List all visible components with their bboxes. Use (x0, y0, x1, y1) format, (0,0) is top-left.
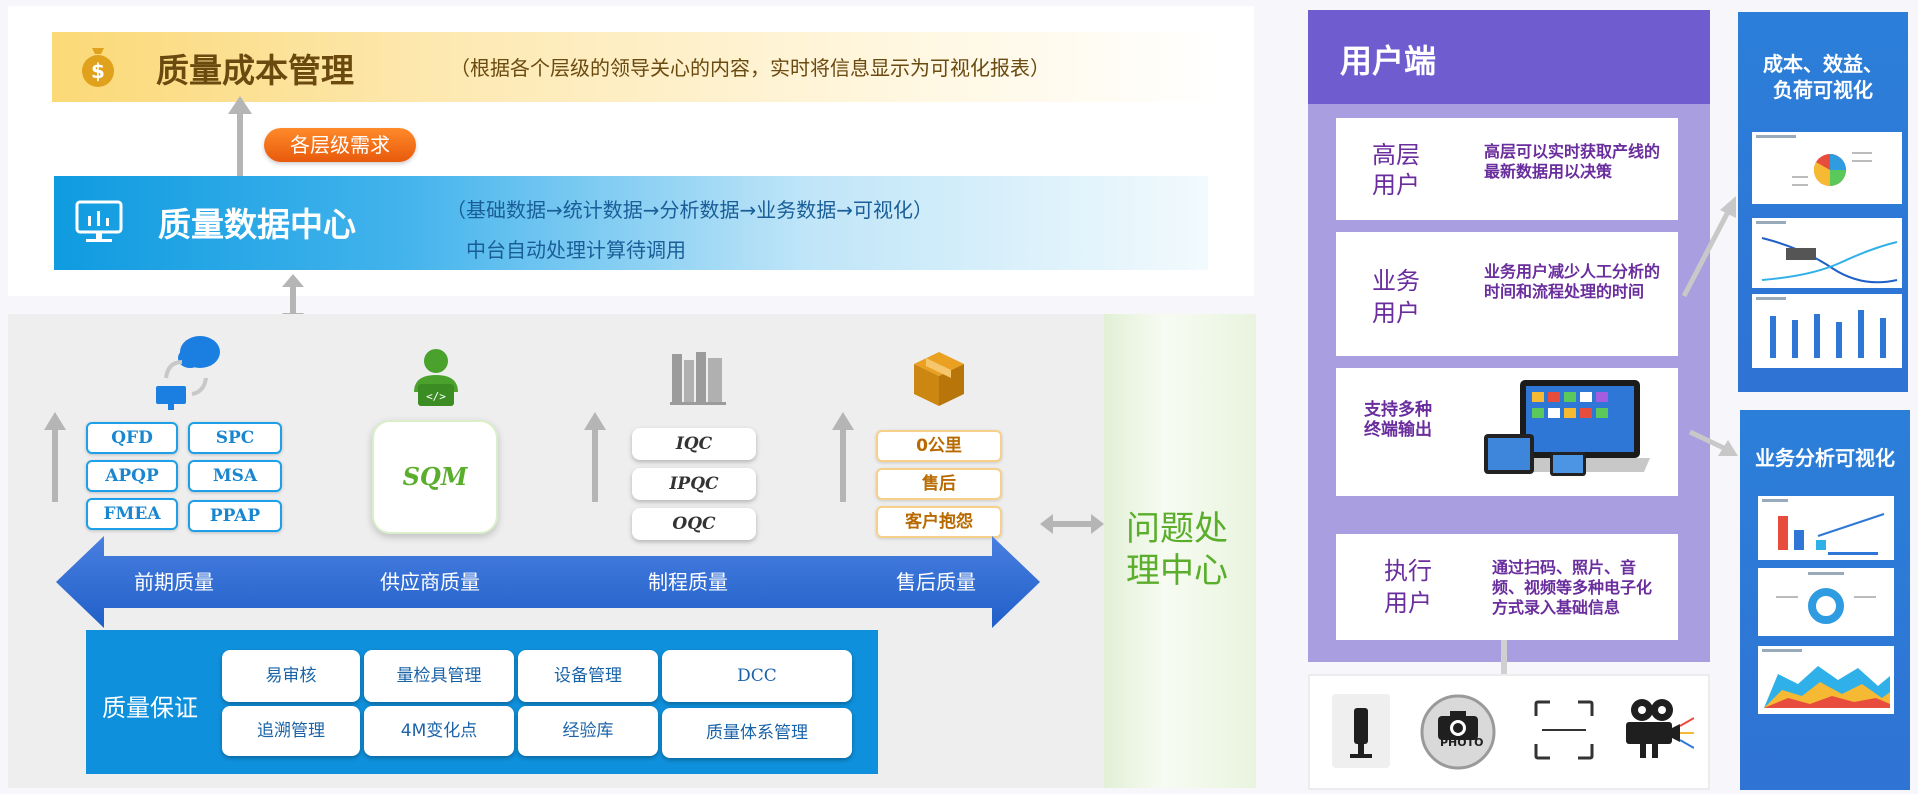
business-user-card[interactable] (1336, 232, 1678, 356)
executive-user-card[interactable] (1336, 118, 1678, 220)
business-user-label: 业务 (1372, 267, 1420, 295)
customer-complaint-button[interactable]: 客户抱怨 (876, 506, 1002, 538)
executive-user-label: 高层 (1372, 141, 1420, 169)
easy-audit-button[interactable]: 易审核 (222, 650, 360, 702)
up-arrow-icon (584, 412, 606, 502)
problem-center-box (1104, 314, 1256, 788)
diagonal-arrow-icon (1688, 429, 1738, 456)
double-arrow-horizontal-icon (1040, 514, 1104, 534)
money-bag-icon: $ (82, 48, 114, 87)
package-box-icon (914, 352, 964, 406)
user-header (1308, 10, 1710, 104)
data-center-subdesc: 中台自动处理计算待调用 (466, 238, 686, 262)
multi-terminal-label-2: 终端输出 (1364, 420, 1432, 440)
business-user-label-2: 用户 (1372, 299, 1420, 327)
gauge-management-button[interactable]: 量检具管理 (364, 650, 514, 702)
stage-after-sales-quality: 售后质量 (896, 570, 976, 594)
dcc-button[interactable]: DCC (662, 650, 852, 702)
4m-change-button[interactable]: 4M变化点 (364, 706, 514, 756)
devices-icon (1484, 380, 1650, 476)
cost-description: （根据各个层级的领导关心的内容，实时将信息显示为可视化报表） (450, 56, 1050, 80)
operator-user-desc: 通过扫码、照片、音频、视频等多种电子化方式录入基础信息 (1492, 558, 1653, 617)
business-user-desc: 业务用户减少人工分析的时间和流程处理的时间 (1484, 262, 1661, 301)
quality-stage-arrow (56, 536, 1040, 628)
iqc-button[interactable]: IQC (632, 428, 756, 460)
qfd-button[interactable]: QFD (86, 422, 178, 454)
photo-label: PHOTO (1440, 736, 1484, 749)
donut-report-thumbnail[interactable] (1758, 568, 1894, 636)
equipment-management-button[interactable]: 设备管理 (518, 650, 658, 702)
microphone-icon[interactable] (1330, 694, 1392, 768)
cost-visualization-title: 成本、效益、 (1763, 52, 1883, 76)
line-report-thumbnail[interactable] (1752, 218, 1902, 288)
multi-terminal-label: 支持多种 (1364, 400, 1432, 420)
zero-km-button[interactable]: 0公里 (876, 430, 1002, 462)
fmea-button[interactable]: FMEA (86, 498, 178, 530)
ipqc-button[interactable]: IPQC (632, 468, 756, 500)
problem-center-title[interactable]: 问题处理中心 (1126, 509, 1228, 591)
pie-report-thumbnail[interactable] (1752, 132, 1902, 204)
apqp-button[interactable]: APQP (86, 460, 178, 492)
cloud-computer-icon (156, 336, 220, 410)
cost-title: 质量成本管理 (156, 51, 354, 90)
traceability-button[interactable]: 追溯管理 (222, 706, 360, 756)
business-analysis-title: 业务分析可视化 (1755, 446, 1895, 470)
spc-button[interactable]: SPC (188, 422, 282, 454)
operator-user-label: 执行 (1384, 557, 1432, 585)
photo-camera-icon[interactable] (1420, 694, 1496, 770)
up-arrow-icon (44, 412, 66, 502)
stage-process-quality: 制程质量 (648, 570, 728, 594)
monitor-icon (75, 200, 123, 242)
after-sales-button[interactable]: 售后 (876, 468, 1002, 500)
user-title: 用户端 (1340, 42, 1437, 80)
area-report-thumbnail[interactable] (1758, 646, 1894, 714)
cost-visualization-title-2: 负荷可视化 (1773, 78, 1873, 102)
stage-supplier-quality: 供应商质量 (380, 570, 480, 594)
operator-user-label-2: 用户 (1384, 589, 1432, 617)
data-center-bar (54, 176, 1208, 270)
oqc-button[interactable]: OQC (632, 508, 756, 540)
cost-management-bar (52, 32, 1220, 102)
svg-text:$: $ (91, 59, 105, 83)
up-arrow-icon (832, 412, 854, 502)
msa-button[interactable]: MSA (188, 460, 282, 492)
binders-icon (670, 352, 726, 405)
developer-person-icon: </> (414, 349, 458, 406)
sqm-button[interactable]: SQM (372, 420, 498, 534)
diagonal-arrow-icon (1681, 196, 1736, 298)
video-camera-icon[interactable] (1620, 696, 1694, 762)
scan-frame-icon[interactable] (1534, 700, 1594, 760)
needs-pill: 各层级需求 (264, 128, 416, 162)
stage-early-quality: 前期质量 (134, 570, 214, 594)
executive-user-desc: 高层可以实时获取产线的最新数据用以决策 (1484, 142, 1661, 181)
experience-library-button[interactable]: 经验库 (518, 706, 658, 756)
bar-report-thumbnail[interactable] (1752, 294, 1902, 368)
up-arrow-icon (228, 96, 252, 178)
quality-system-button[interactable]: 质量体系管理 (662, 708, 852, 758)
data-center-desc: （基础数据→统计数据→分析数据→业务数据→可视化） (446, 198, 934, 222)
quality-assurance-title: 质量保证 (102, 694, 198, 722)
mixed-report-thumbnail[interactable] (1758, 496, 1894, 560)
ppap-button[interactable]: PPAP (188, 500, 282, 532)
operator-user-card[interactable] (1336, 534, 1678, 640)
svg-text:</>: </> (426, 390, 446, 403)
data-center-title: 质量数据中心 (158, 205, 356, 244)
executive-user-label-2: 用户 (1372, 171, 1420, 199)
